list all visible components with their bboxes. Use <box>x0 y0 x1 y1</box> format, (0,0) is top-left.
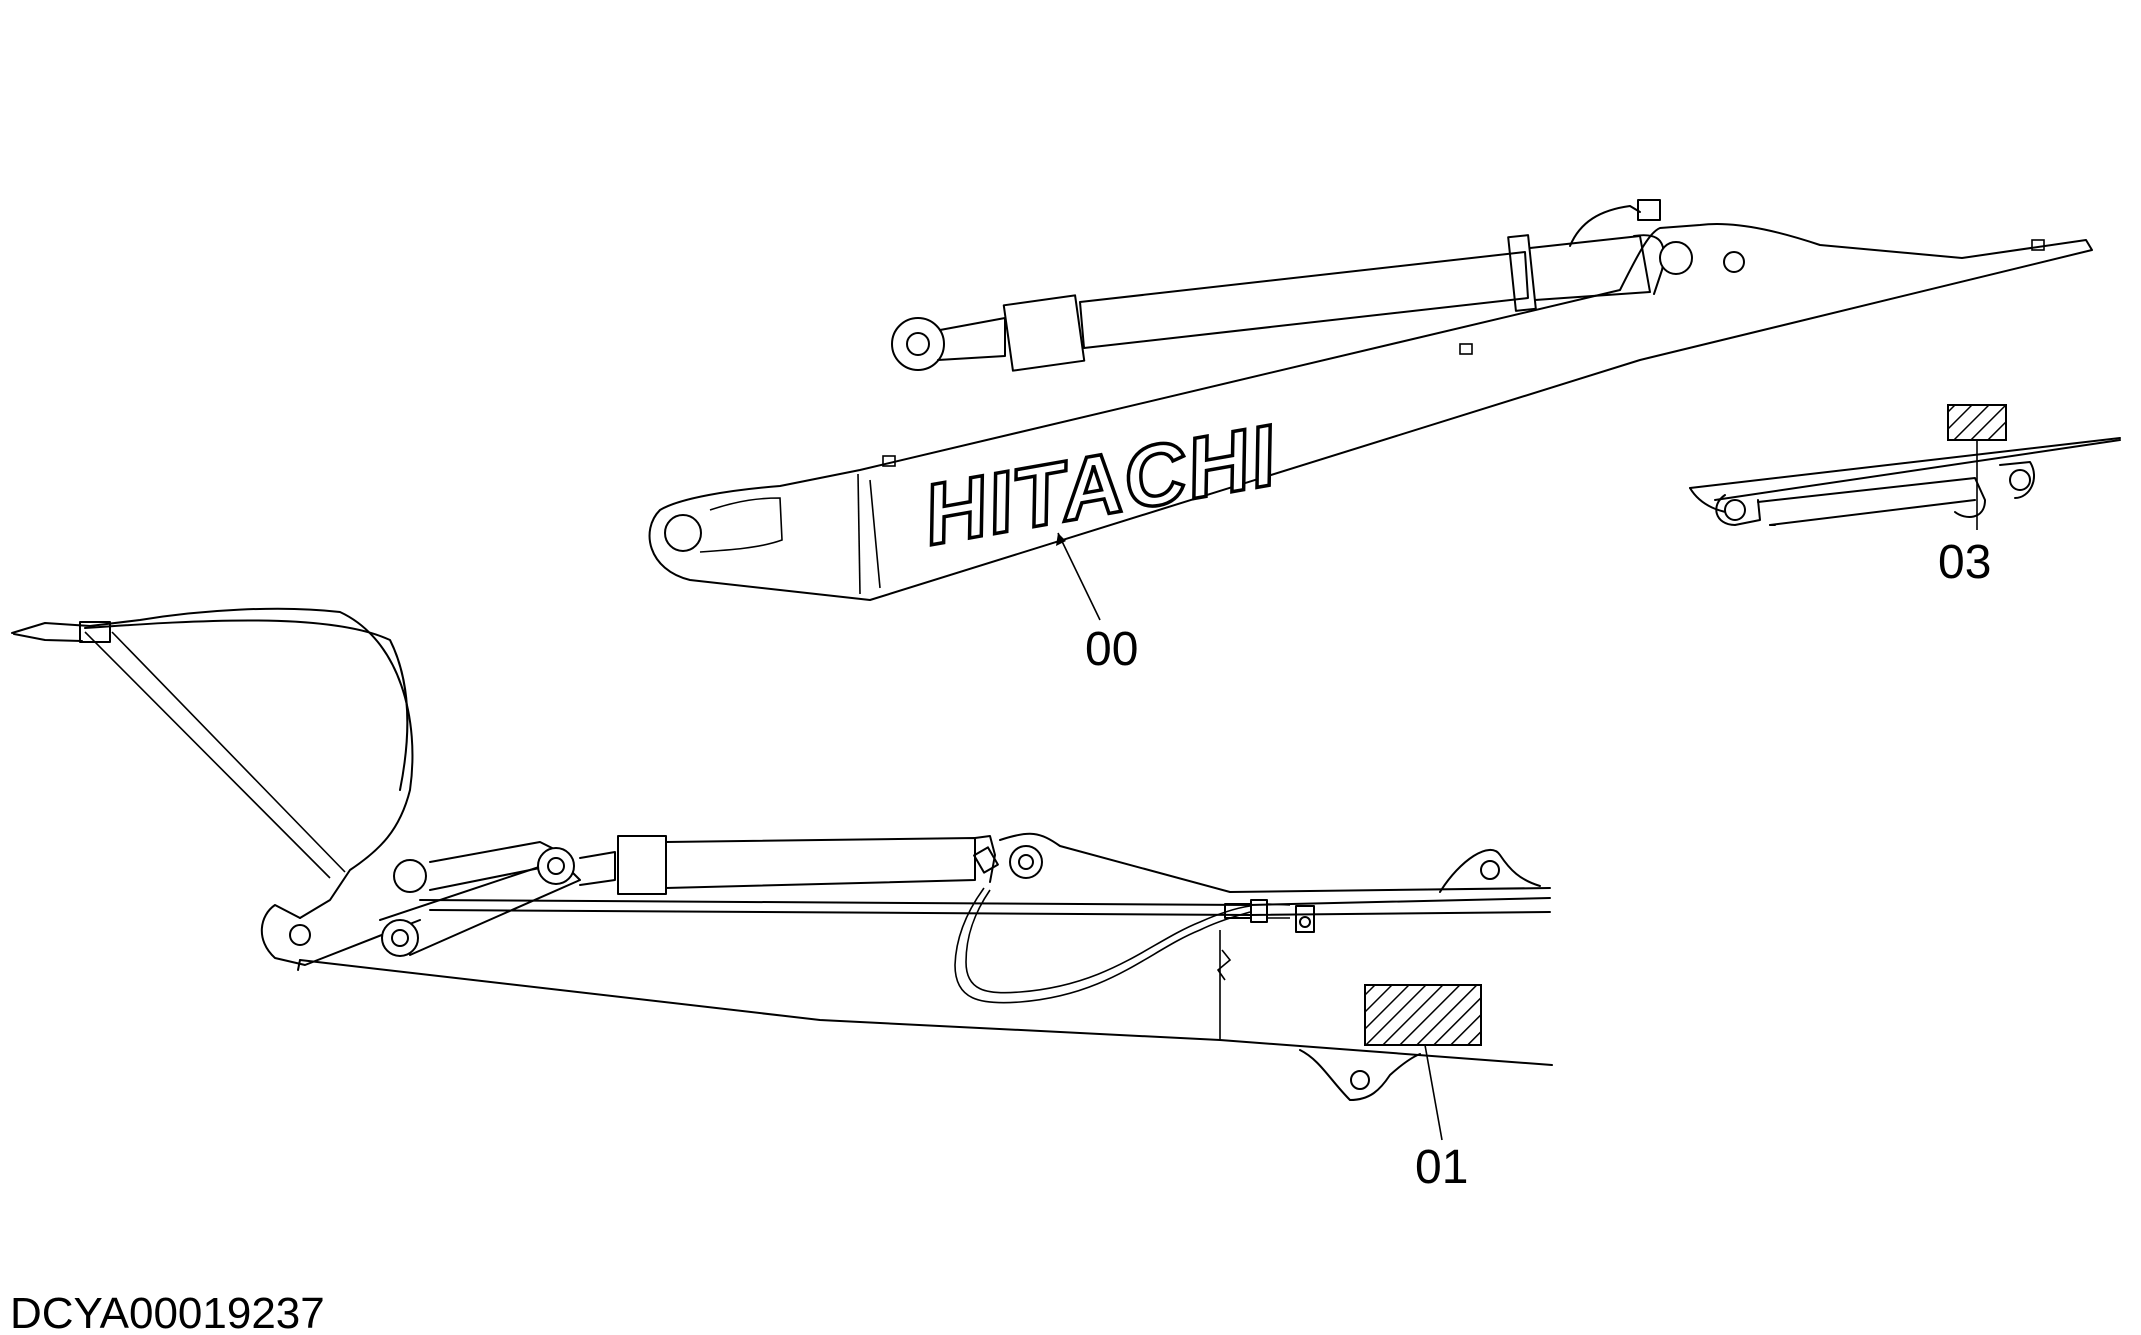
bucket-linkage <box>260 841 581 966</box>
arm-lower-view <box>297 832 1553 1101</box>
arm-body <box>648 223 2093 601</box>
drawing-code: DCYA00019237 <box>10 1289 325 1335</box>
callout-01: 01 <box>1415 1044 1468 1194</box>
callout-00: 00 <box>1056 532 1138 676</box>
callout-03: 03 <box>1938 440 1991 589</box>
arm-cylinder <box>891 199 1665 372</box>
hydraulic-hose <box>954 887 1291 1004</box>
brand-decal: HITACHI <box>917 407 1285 563</box>
bucket <box>11 607 414 919</box>
callout-label-00: 00 <box>1085 623 1138 676</box>
arm-upper-view: HITACHI <box>648 199 2093 601</box>
boom-strip-upper <box>1689 437 2121 526</box>
decal-01 <box>1364 984 1482 1046</box>
callout-label-03: 03 <box>1938 536 1991 589</box>
decal-03 <box>1947 404 2007 441</box>
bucket-cylinder <box>579 835 999 895</box>
callout-label-01: 01 <box>1415 1141 1468 1194</box>
